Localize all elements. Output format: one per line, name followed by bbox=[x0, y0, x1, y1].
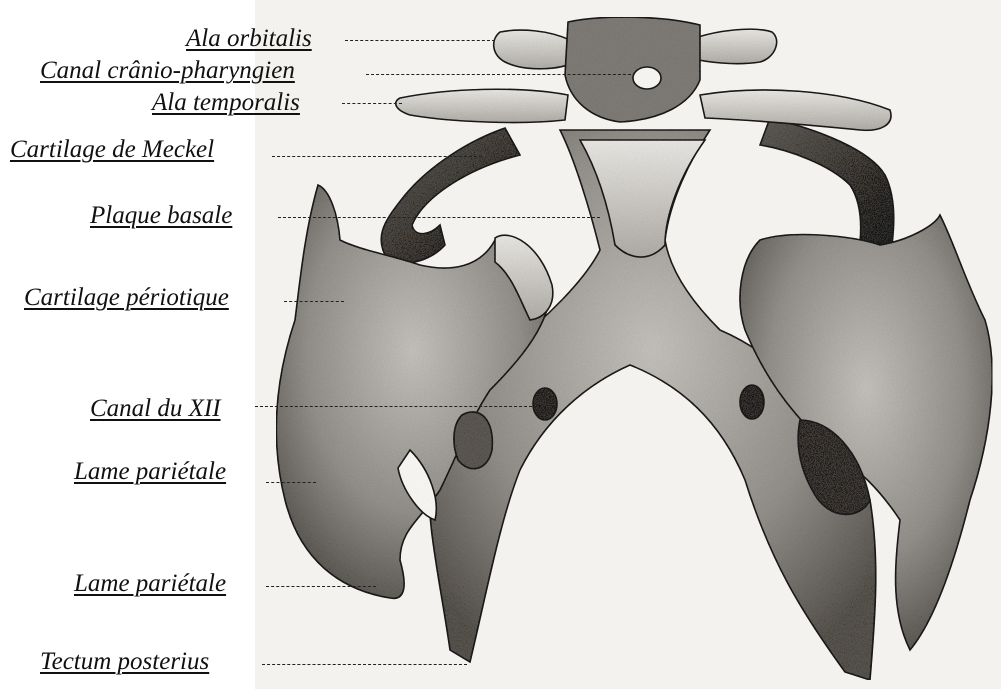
leader-plaque-basale bbox=[278, 217, 600, 218]
leader-ala-temporalis bbox=[342, 103, 402, 104]
label-tectum-posterius: Tectum posterius bbox=[40, 648, 209, 675]
left-hypoglossal-canal bbox=[533, 388, 557, 420]
label-cartilage-periotique: Cartilage périotique bbox=[24, 284, 229, 311]
cranio-pharyngeal-foramen bbox=[633, 67, 661, 89]
label-ala-temporalis: Ala temporalis bbox=[152, 89, 300, 116]
left-inner-window bbox=[454, 412, 492, 469]
leader-canal-du-xii bbox=[255, 406, 537, 407]
leader-cartilage-de-meckel bbox=[272, 156, 482, 157]
label-lame-parietale-upper: Lame pariétale bbox=[74, 458, 226, 485]
label-plaque-basale: Plaque basale bbox=[90, 202, 232, 229]
leader-tectum-posterius bbox=[262, 664, 467, 665]
orbital-center-block bbox=[565, 17, 700, 122]
right-meckel-cartilage bbox=[760, 118, 894, 245]
leader-lame-parietale-upper bbox=[266, 482, 316, 483]
ala-temporalis-right bbox=[700, 90, 891, 130]
leader-lame-parietale-lower bbox=[266, 586, 376, 587]
label-ala-orbitalis: Ala orbitalis bbox=[186, 25, 312, 52]
label-cartilage-de-meckel: Cartilage de Meckel bbox=[10, 136, 214, 163]
right-hypoglossal-canal bbox=[740, 385, 764, 419]
ala-orbitalis-left bbox=[494, 30, 575, 69]
label-canal-du-xii: Canal du XII bbox=[90, 395, 221, 422]
leader-canal-cranio-pharyngien bbox=[366, 74, 631, 75]
leader-ala-orbitalis bbox=[345, 40, 495, 41]
leader-cartilage-periotique bbox=[284, 301, 344, 302]
ala-orbitalis-right bbox=[690, 29, 777, 63]
ala-temporalis-left bbox=[396, 89, 568, 122]
label-canal-cranio-pharyngien: Canal crânio-pharyngien bbox=[40, 57, 295, 84]
label-lame-parietale-lower: Lame pariétale bbox=[74, 570, 226, 597]
